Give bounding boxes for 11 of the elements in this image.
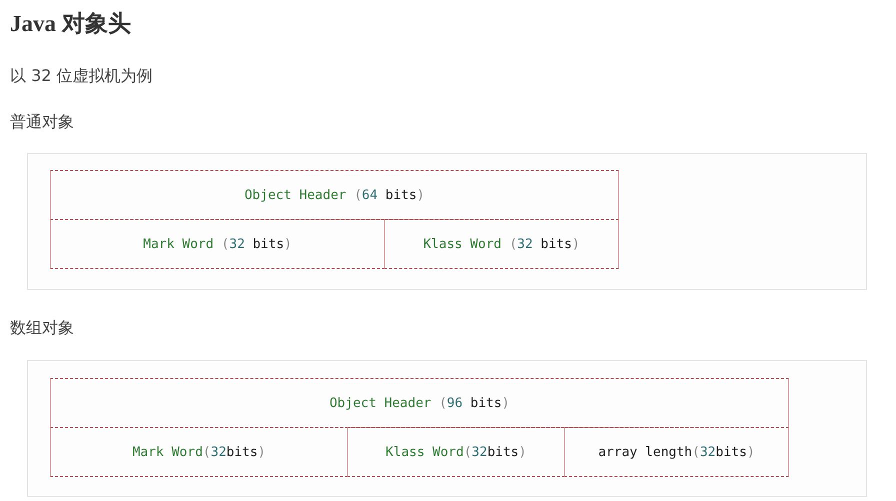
- section-heading: 普通对象: [10, 112, 74, 133]
- header-field: Object Header (64 bits): [50, 170, 619, 220]
- header-field: Object Header (96 bits): [50, 378, 789, 428]
- bit-field: Mark Word (32 bits): [50, 219, 385, 269]
- section-heading: 数组对象: [10, 318, 74, 339]
- bit-field: array length(32bits): [564, 427, 789, 477]
- page-title: Java 对象头: [10, 10, 131, 38]
- bit-field: Klass Word(32bits): [347, 427, 565, 477]
- bit-field: Mark Word(32bits): [50, 427, 348, 477]
- bit-field: Klass Word (32 bits): [384, 219, 619, 269]
- intro-text: 以 32 位虚拟机为例: [10, 66, 153, 87]
